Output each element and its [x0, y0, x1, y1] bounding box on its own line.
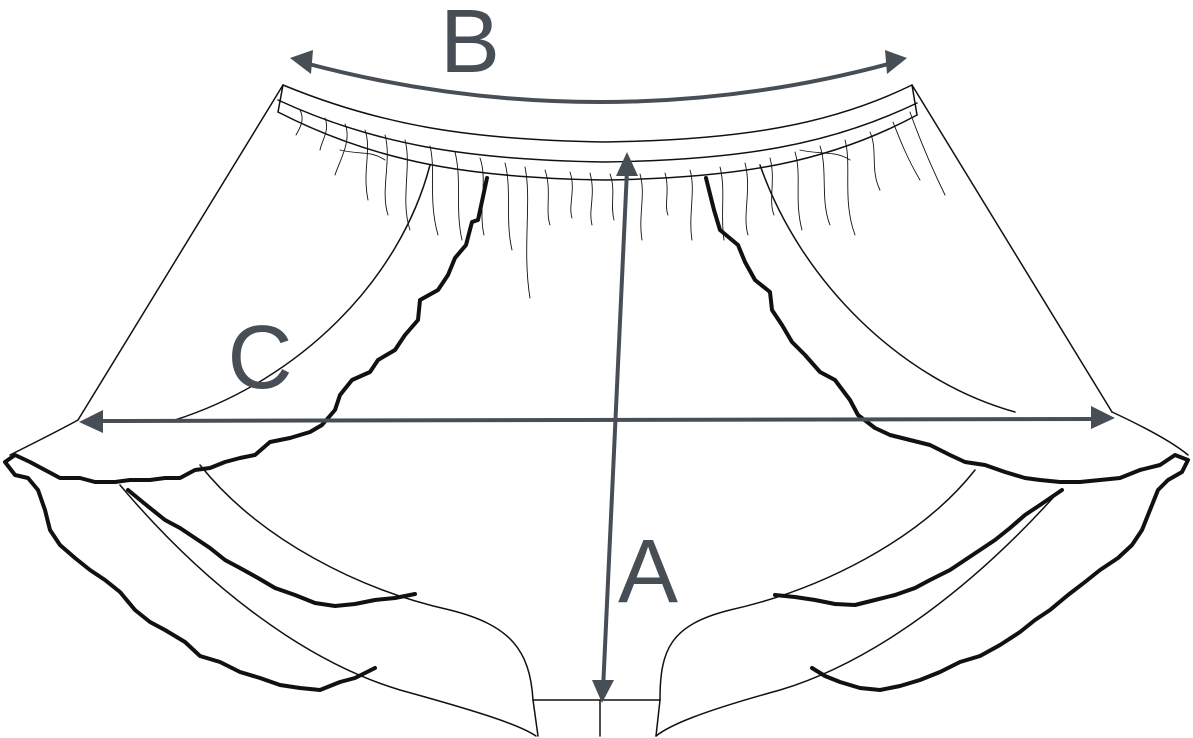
- measurement-c-line: [96, 417, 1097, 423]
- arrowhead-c-left: [79, 410, 103, 433]
- measurement-b-label: B: [440, 0, 500, 92]
- garment-body: [9, 84, 1189, 737]
- ruffle-mid-right: [773, 488, 1064, 607]
- measurement-c: C: [79, 308, 1115, 433]
- gathering-lines: [295, 109, 946, 299]
- waistband: [277, 84, 918, 181]
- measurement-a-line: [601, 168, 629, 692]
- measurement-b-line: [303, 61, 894, 104]
- arrowhead-a-top: [616, 152, 638, 176]
- arrowhead-b-left: [290, 50, 313, 74]
- arrowhead-a-bottom: [592, 680, 614, 703]
- ruffle-edges: [3, 176, 1190, 692]
- measurement-a-label: A: [618, 522, 678, 622]
- ruffle-inner-left: [3, 176, 489, 692]
- measurement-c-label: C: [228, 308, 293, 408]
- arrowhead-c-right: [1091, 406, 1115, 429]
- ruffle-inner-right: [704, 176, 1190, 692]
- measurement-b: B: [290, 0, 907, 104]
- gusset: [532, 699, 661, 737]
- ruffle-mid-left: [126, 488, 417, 608]
- measurement-a: A: [592, 152, 678, 703]
- arrowhead-b-right: [885, 50, 907, 74]
